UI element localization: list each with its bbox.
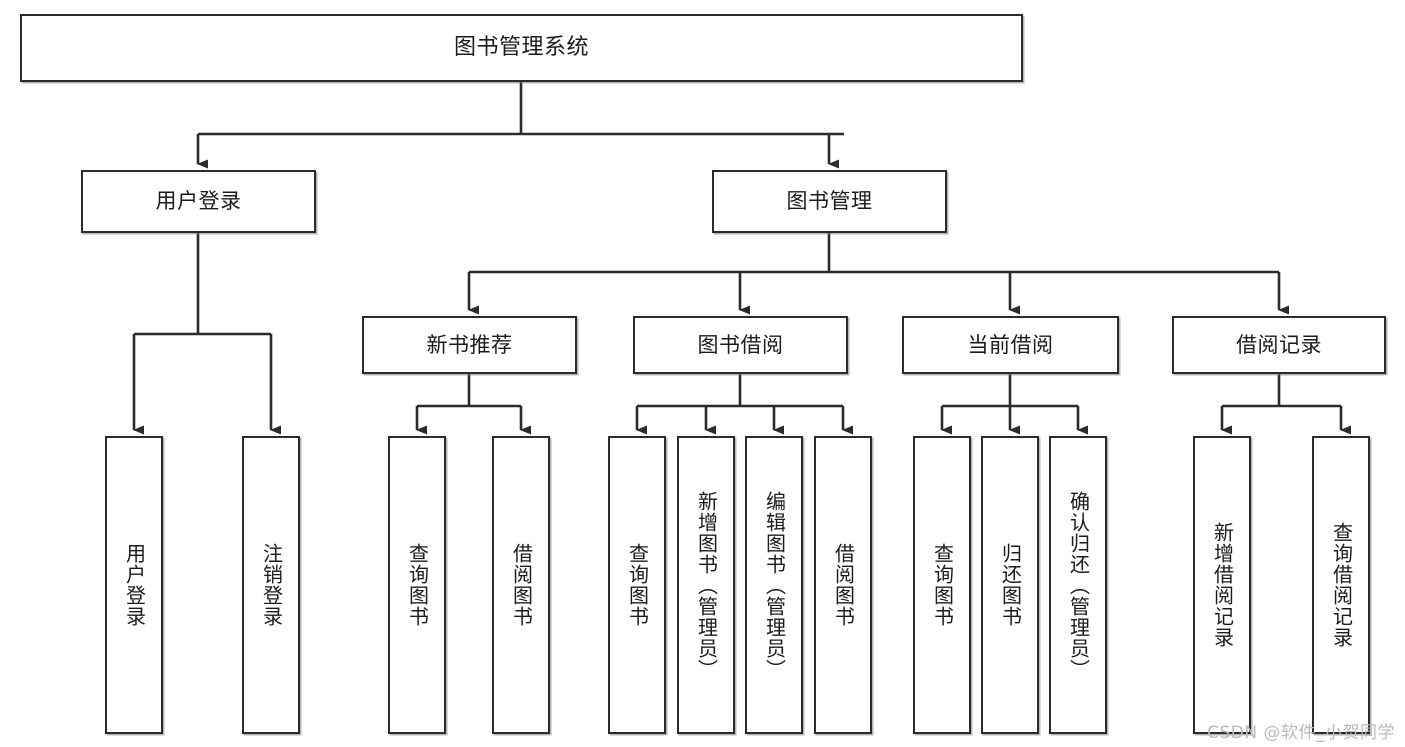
node-leaf-add-record-label: 新增借阅记录 [1210, 522, 1235, 648]
node-new-book-recommend[interactable]: 新书推荐 [362, 316, 577, 374]
node-leaf-user-logout-label: 注销登录 [259, 543, 284, 627]
node-leaf-query-book-2-label: 查询图书 [625, 543, 650, 627]
node-leaf-user-login-label: 用户登录 [122, 543, 147, 627]
node-current-borrow-label: 当前借阅 [967, 332, 1054, 357]
node-leaf-query-book-1-label: 查询图书 [405, 543, 430, 627]
node-leaf-query-book-1[interactable]: 查询图书 [388, 436, 446, 734]
node-leaf-query-record[interactable]: 查询借阅记录 [1312, 436, 1370, 734]
node-book-manage[interactable]: 图书管理 [712, 170, 947, 233]
node-leaf-return-book-label: 归还图书 [998, 543, 1023, 627]
node-leaf-user-login[interactable]: 用户登录 [105, 436, 163, 734]
node-leaf-query-book-2[interactable]: 查询图书 [608, 436, 666, 734]
node-leaf-return-book[interactable]: 归还图书 [981, 436, 1039, 734]
node-leaf-query-record-label: 查询借阅记录 [1329, 522, 1354, 648]
node-leaf-confirm-return[interactable]: 确认归还（管理员） [1049, 436, 1107, 734]
node-leaf-add-record[interactable]: 新增借阅记录 [1193, 436, 1251, 734]
node-leaf-borrow-book-1[interactable]: 借阅图书 [492, 436, 550, 734]
node-book-manage-label: 图书管理 [786, 189, 873, 214]
node-borrow-record-label: 借阅记录 [1236, 332, 1322, 357]
node-leaf-edit-book-label: 编辑图书（管理员） [762, 490, 787, 680]
node-book-borrow[interactable]: 图书借阅 [633, 316, 848, 374]
node-user-login-label: 用户登录 [155, 189, 242, 214]
node-leaf-user-logout[interactable]: 注销登录 [242, 436, 300, 734]
node-leaf-query-book-3-label: 查询图书 [930, 543, 955, 627]
node-root-label: 图书管理系统 [453, 35, 589, 61]
node-new-book-recommend-label: 新书推荐 [426, 332, 513, 357]
node-leaf-add-book-label: 新增图书（管理员） [694, 490, 719, 680]
node-leaf-confirm-return-label: 确认归还（管理员） [1066, 490, 1091, 680]
node-root-book-management-system[interactable]: 图书管理系统 [20, 14, 1023, 82]
node-leaf-borrow-book-2[interactable]: 借阅图书 [814, 436, 872, 734]
node-leaf-borrow-book-1-label: 借阅图书 [509, 543, 534, 627]
node-leaf-query-book-3[interactable]: 查询图书 [913, 436, 971, 734]
node-current-borrow[interactable]: 当前借阅 [902, 316, 1119, 374]
node-leaf-add-book[interactable]: 新增图书（管理员） [677, 436, 735, 734]
node-book-borrow-label: 图书借阅 [697, 332, 784, 357]
csdn-watermark: CSDN @软件_小贺同学 [1207, 723, 1395, 743]
node-leaf-borrow-book-2-label: 借阅图书 [831, 543, 856, 627]
node-leaf-edit-book[interactable]: 编辑图书（管理员） [745, 436, 803, 734]
node-user-login[interactable]: 用户登录 [81, 170, 316, 233]
node-borrow-record[interactable]: 借阅记录 [1172, 316, 1386, 374]
